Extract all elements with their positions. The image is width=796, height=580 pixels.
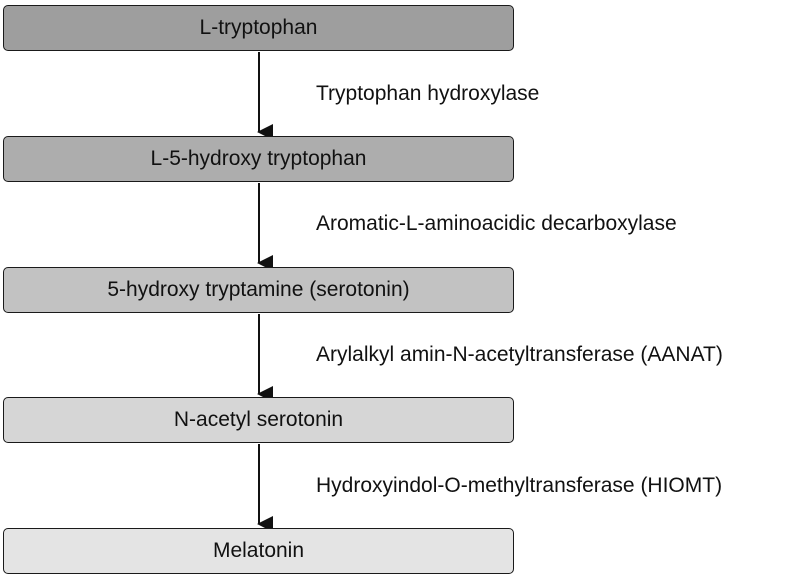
compound-box-serotonin: 5-hydroxy tryptamine (serotonin) <box>3 267 514 313</box>
compound-label: Melatonin <box>212 539 305 562</box>
enzyme-label-aromatic-decarboxylase: Aromatic-L-aminoacidic decarboxylase <box>316 212 677 235</box>
enzyme-label-tryptophan-hydroxylase: Tryptophan hydroxylase <box>316 82 540 105</box>
compound-label: L-5-hydroxy tryptophan <box>150 147 367 170</box>
compound-box-n-acetyl-serotonin: N-acetyl serotonin <box>3 397 514 443</box>
enzyme-label-aanat: Arylalkyl amin-N-acetyltransferase (AANA… <box>316 343 723 366</box>
compound-label: L-tryptophan <box>199 16 318 39</box>
compound-box-melatonin: Melatonin <box>3 528 514 574</box>
compound-box-l-tryptophan: L-tryptophan <box>3 5 514 51</box>
compound-label: N-acetyl serotonin <box>173 408 344 431</box>
compound-label: 5-hydroxy tryptamine (serotonin) <box>107 278 410 301</box>
enzyme-label-hiomt: Hydroxyindol-O-methyltransferase (HIOMT) <box>316 474 723 497</box>
compound-box-l-5-hydroxy-tryptophan: L-5-hydroxy tryptophan <box>3 136 514 182</box>
